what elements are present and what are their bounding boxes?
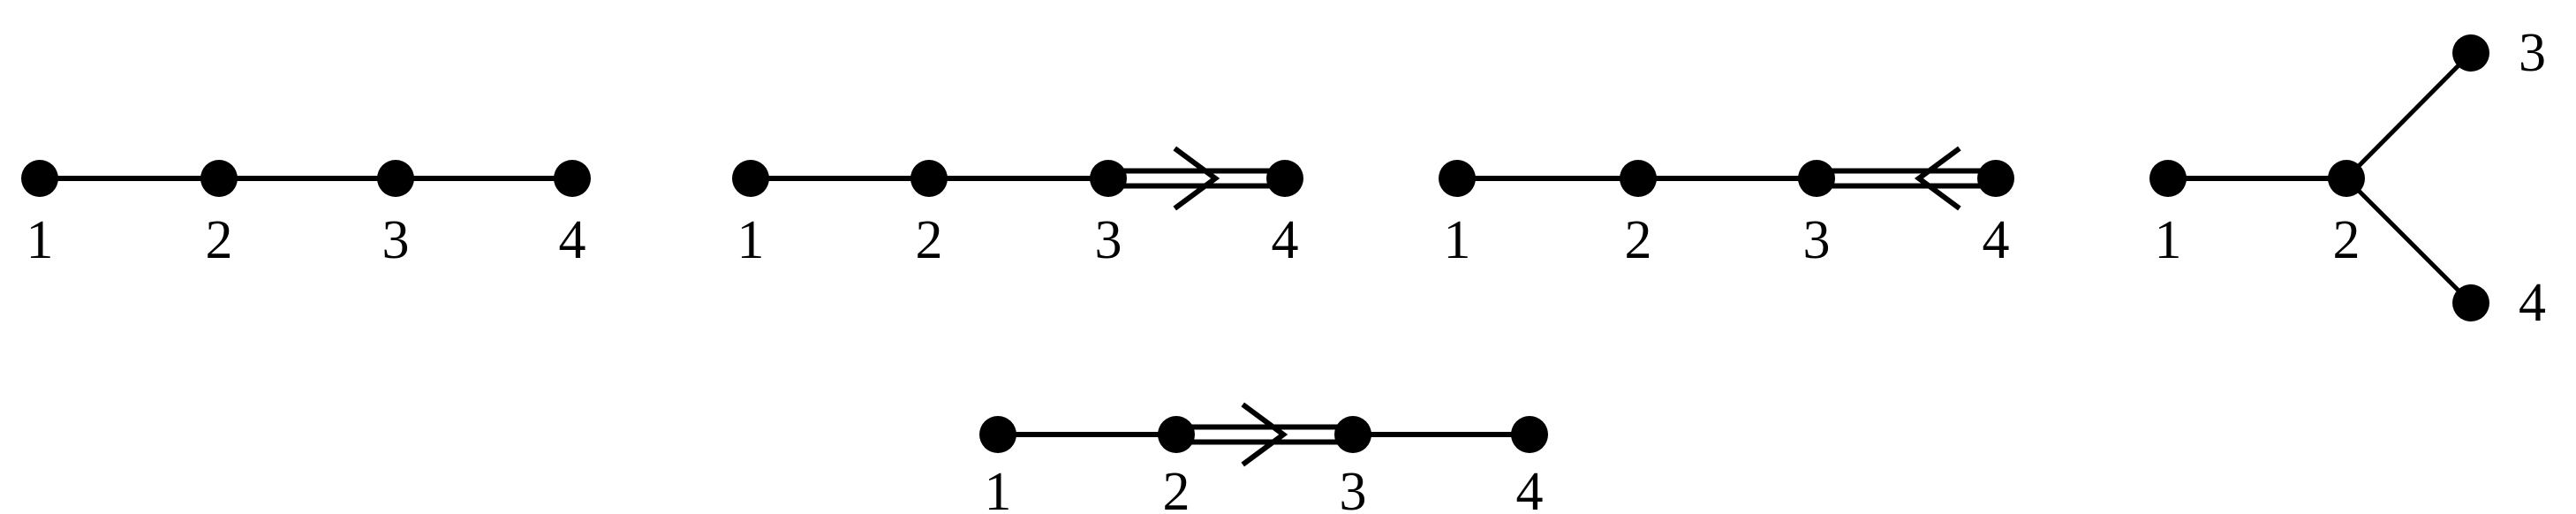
vertex-label-graph-3-4: 4 <box>1983 210 2010 270</box>
vertex-dot-graph-3-3[interactable] <box>1798 160 1835 197</box>
vertex-label-graph-4-1: 1 <box>2155 210 2182 270</box>
edge-graph-4-2-3 <box>2352 58 2466 173</box>
arrowhead-graph-2-3-4 <box>1173 146 1220 211</box>
vertex-label-graph-2-1: 1 <box>737 210 765 270</box>
vertex-label-graph-3-1: 1 <box>1444 210 1471 270</box>
vertex-label-graph-1-3: 3 <box>382 210 410 270</box>
vertex-dot-graph-1-1[interactable] <box>21 160 58 197</box>
vertex-dot-graph-5-1[interactable] <box>979 416 1016 453</box>
arrowhead-graph-5-2-3 <box>1241 402 1288 467</box>
vertex-label-graph-5-3: 3 <box>1340 462 1367 514</box>
vertex-dot-graph-1-4[interactable] <box>554 160 591 197</box>
vertex-label-graph-5-1: 1 <box>985 462 1012 514</box>
vertices-layer <box>21 34 2489 453</box>
vertex-dot-graph-2-3[interactable] <box>1090 160 1127 197</box>
vertex-label-graph-2-3: 3 <box>1095 210 1122 270</box>
vertex-dot-graph-2-4[interactable] <box>1266 160 1303 197</box>
vertex-dot-graph-5-4[interactable] <box>1511 416 1548 453</box>
vertex-label-graph-5-2: 2 <box>1163 462 1190 514</box>
vertex-label-graph-1-4: 4 <box>559 210 586 270</box>
vertex-label-graph-4-2: 2 <box>2333 210 2361 270</box>
arrowhead-graph-3-3-4 <box>1914 146 1961 211</box>
vertex-label-graph-2-2: 2 <box>916 210 943 270</box>
vertex-label-graph-3-3: 3 <box>1803 210 1831 270</box>
vertex-dot-graph-3-2[interactable] <box>1620 160 1657 197</box>
vertex-dot-graph-5-2[interactable] <box>1158 416 1195 453</box>
edges-layer <box>49 58 2466 445</box>
vertex-dot-graph-1-3[interactable] <box>377 160 414 197</box>
vertex-dot-graph-5-3[interactable] <box>1334 416 1371 453</box>
vertex-dot-graph-2-1[interactable] <box>732 160 769 197</box>
edge-graph-4-2-4 <box>2352 184 2466 298</box>
vertex-label-graph-4-4: 4 <box>2519 273 2546 333</box>
vertex-dot-graph-2-2[interactable] <box>910 160 948 197</box>
vertex-dot-graph-1-2[interactable] <box>200 160 238 197</box>
vertex-labels-layer: 1 2 3 4 1 2 3 4 1 2 3 4 1 2 3 4 1 2 3 4 <box>26 23 2547 514</box>
vertex-label-graph-4-3: 3 <box>2519 23 2546 83</box>
vertex-label-graph-3-2: 2 <box>1625 210 1652 270</box>
vertex-dot-graph-3-4[interactable] <box>1977 160 2014 197</box>
vertex-dot-graph-4-2[interactable] <box>2328 160 2365 197</box>
vertex-dot-graph-3-1[interactable] <box>1439 160 1476 197</box>
vertex-dot-graph-4-4[interactable] <box>2452 284 2489 321</box>
vertex-label-graph-2-4: 4 <box>1272 210 1299 270</box>
vertex-label-graph-1-2: 2 <box>206 210 233 270</box>
arrowheads-layer <box>1173 146 1961 467</box>
vertex-dot-graph-4-1[interactable] <box>2149 160 2187 197</box>
vertex-label-graph-5-4: 4 <box>1516 462 1544 514</box>
vertex-dot-graph-4-3[interactable] <box>2452 34 2489 72</box>
vertex-label-graph-1-1: 1 <box>26 210 54 270</box>
